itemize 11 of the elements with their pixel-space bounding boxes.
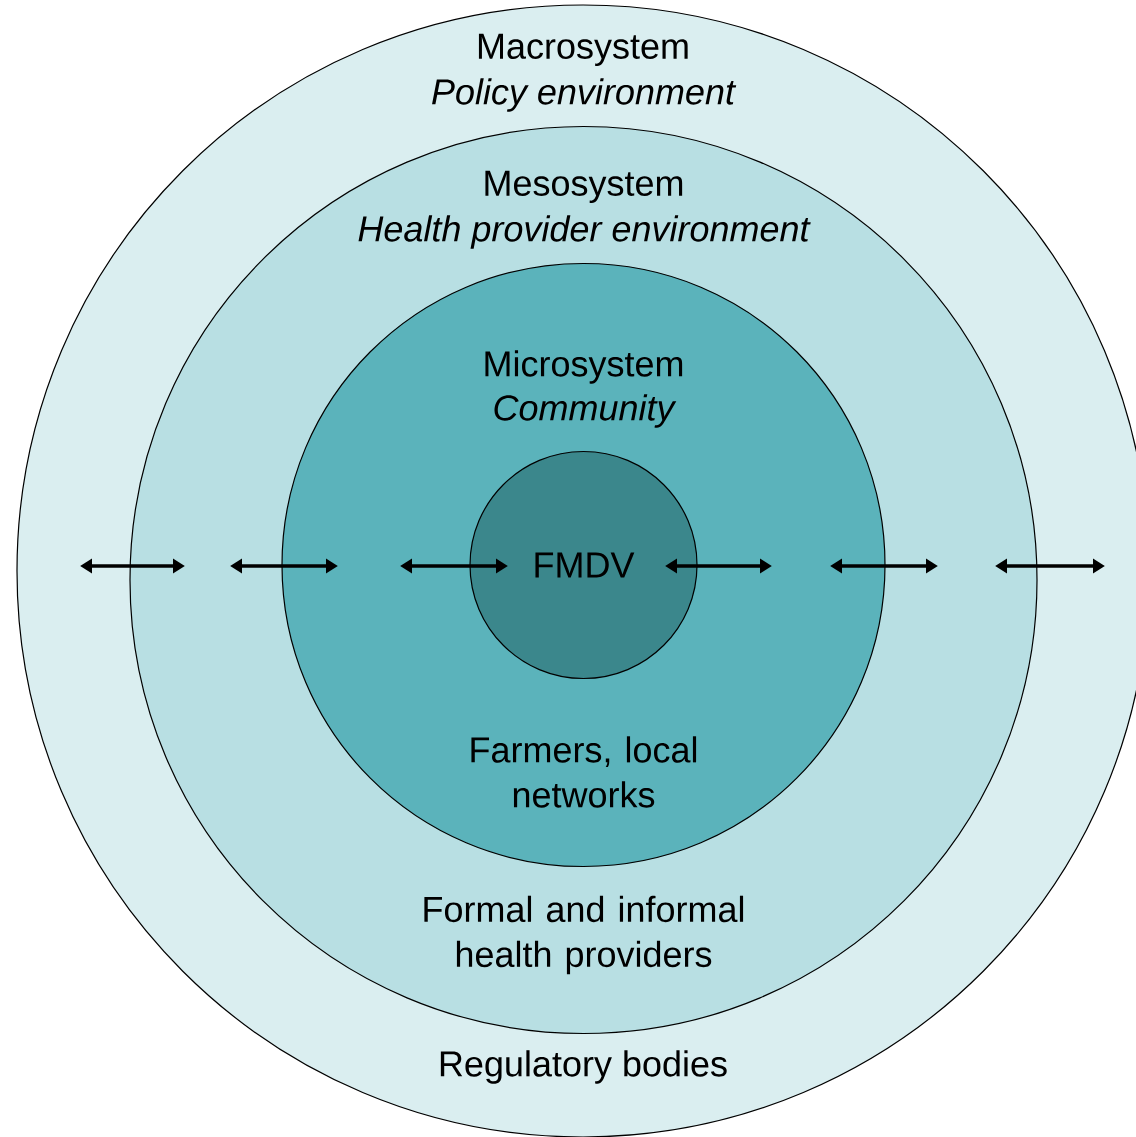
system-circle <box>469 450 698 680</box>
system-label: Community <box>494 394 677 428</box>
system-label: FMDV <box>535 552 635 578</box>
system-label: Macrosystem <box>478 33 688 67</box>
system-label: Regulatory bodies <box>440 1050 727 1084</box>
system-label: Mesosystem <box>485 170 683 204</box>
system-label: Microsystem <box>485 350 683 384</box>
system-label: Health provider environment <box>358 215 811 249</box>
system-label: Farmers, local networks <box>471 736 697 808</box>
system-label: Formal and informal health providers <box>424 895 744 975</box>
system-label: Policy environment <box>432 78 737 112</box>
